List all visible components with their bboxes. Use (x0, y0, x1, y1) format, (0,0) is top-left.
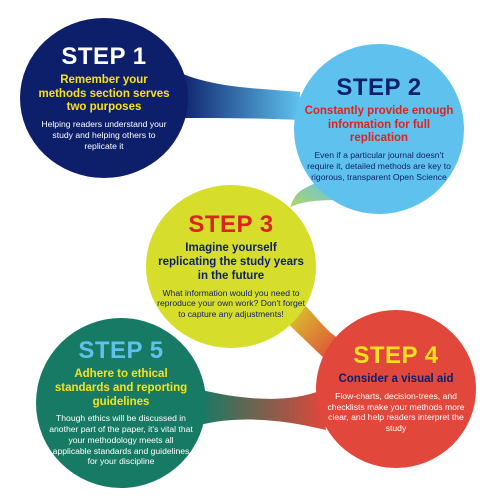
step-4-heading: Consider a visual aid (338, 373, 454, 386)
step-3-heading: Imagine yourself replicating the study y… (158, 242, 304, 282)
step-3-body: What information would you need to repro… (157, 287, 305, 320)
connector-step4-step5 (200, 390, 326, 430)
step-1-title: STEP 1 (61, 42, 147, 70)
step-3-circle: STEP 3 Imagine yourself replicating the … (146, 185, 316, 348)
step-3-title: STEP 3 (188, 211, 274, 239)
step-5-body: Though ethics will be discussed in anoth… (49, 413, 193, 467)
step-5-title: STEP 5 (78, 336, 164, 364)
step-2-body: Even if a particular journal doesn't req… (307, 150, 451, 182)
step-4-body: Flow-charts, decision-trees, and checkli… (327, 390, 465, 434)
step-1-heading: Remember your methods section serves two… (38, 73, 170, 114)
step-1-body: Helping readers understand your study an… (41, 119, 167, 151)
step-2-title: STEP 2 (336, 73, 422, 101)
step-5-heading: Adhere to ethical standards and reportin… (54, 367, 188, 408)
connector-step1-step2 (178, 72, 300, 120)
step-2-circle: STEP 2 Constantly provide enough informa… (294, 44, 464, 214)
step-4-title: STEP 4 (353, 342, 439, 370)
step-5-circle: STEP 5 Adhere to ethical standards and r… (36, 318, 206, 488)
step-4-circle: STEP 4 Consider a visual aid Flow-charts… (316, 310, 476, 468)
step-1-circle: STEP 1 Remember your methods section ser… (20, 18, 188, 178)
step-2-heading: Constantly provide enough information fo… (304, 104, 454, 145)
